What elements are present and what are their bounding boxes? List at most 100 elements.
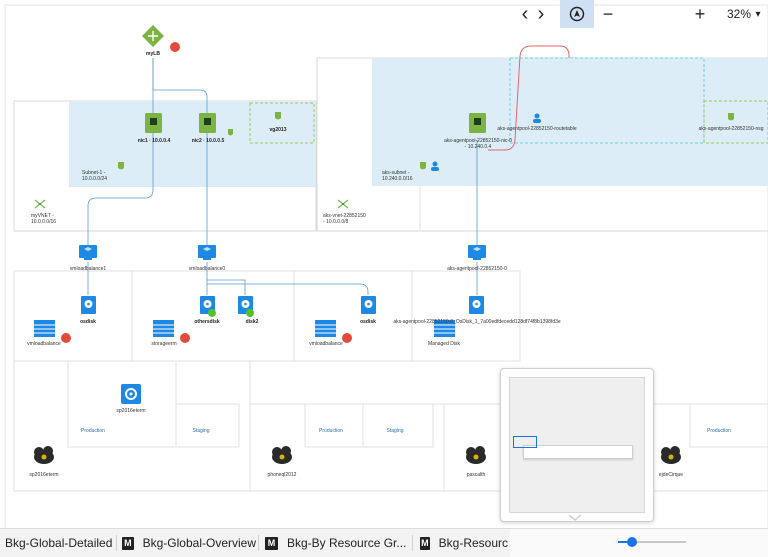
route-connector	[488, 45, 570, 151]
tab-global-detailed[interactable]: Bkg-Global-Detailed	[5, 529, 115, 557]
vm-icon	[198, 245, 216, 260]
error-badge-lb	[170, 42, 180, 52]
vnet-icon	[337, 199, 349, 209]
nic2-label: nic2 · 10.0.0.5	[191, 138, 225, 144]
aks-nic-label: aks-agentpool-22852150-nic-0 - 10.240.0.…	[444, 138, 512, 150]
env-label: Production	[81, 428, 105, 434]
shield-icon	[228, 129, 233, 136]
env-label: Staging	[386, 428, 404, 434]
tab-label: Bkg-Global-Detailed	[5, 536, 113, 550]
status-ok-badge	[208, 309, 216, 317]
tab-by-resource-group[interactable]: M Bkg-By Resource Gr...	[265, 529, 411, 557]
zoom-slider-fill	[618, 541, 633, 543]
zoom-slider-knob[interactable]	[627, 537, 638, 547]
load-balancer-icon	[142, 25, 164, 47]
storage-icon	[434, 320, 455, 337]
cloud-label: sp2016eterm	[29, 472, 59, 478]
overview-navigator[interactable]	[500, 368, 654, 522]
cloud-icon	[466, 446, 486, 464]
storage-icon	[34, 320, 55, 337]
shield-icon	[118, 162, 124, 170]
nsg-box-left	[249, 102, 315, 144]
vnet-icon	[34, 199, 46, 209]
env-label: Staging	[192, 428, 210, 434]
chevron-right-icon[interactable]: ›	[537, 2, 545, 25]
vm-label: aks-agentpool-22852150-0	[447, 266, 507, 272]
chevron-left-icon[interactable]: ‹	[521, 2, 529, 25]
storage-icon	[315, 320, 336, 337]
overview-canvas	[509, 377, 645, 513]
disk-label: aks-agentpool-22852150-0_OsDisk_1_7a00ed…	[393, 319, 561, 325]
overview-viewport[interactable]	[513, 436, 537, 448]
vm-label: vmloadbalance0	[188, 266, 226, 272]
shield-icon	[420, 162, 426, 170]
overview-caret-inner	[569, 514, 581, 519]
error-badge	[180, 333, 190, 343]
disk-icon	[469, 296, 484, 314]
connector-lb-vm1	[87, 58, 154, 245]
storage-label: vmloadbalance	[27, 341, 61, 347]
zoom-slider[interactable]	[618, 537, 686, 547]
zoom-in-button[interactable]: +	[694, 3, 706, 24]
zoom-level[interactable]: 32%	[727, 7, 752, 21]
shield-icon	[728, 113, 734, 121]
gear-icon	[121, 384, 141, 404]
aks-subnet-label: aks-subnet - 10.240.0.0/16	[382, 170, 413, 182]
disk-icon	[361, 296, 376, 314]
zoom-dropdown-icon[interactable]: ▾	[755, 8, 761, 20]
env-label: Production	[707, 428, 731, 434]
error-badge	[61, 333, 71, 343]
overview-page	[523, 445, 633, 459]
storage-label: Managed Disk	[428, 341, 460, 347]
disk-label: othersdisk	[194, 319, 220, 325]
aks-vnet-label: aks-vnet-22852150 - 10.0.0.0/8	[323, 213, 366, 225]
nic1-icon	[145, 113, 162, 133]
nsg-box-right	[703, 100, 768, 144]
nic2-icon	[199, 113, 216, 133]
disk-label: osdisk	[360, 319, 376, 325]
users-icon	[533, 113, 541, 123]
vnet-fill-left	[69, 101, 316, 187]
tab-resource[interactable]: M Bkg-Resourc	[420, 529, 508, 557]
vnet-fill-right	[372, 58, 768, 186]
cloud-icon	[34, 446, 54, 464]
subnet-label: Subnet-1 - 10.0.0.0/24	[82, 170, 108, 182]
storage-label: vmloadbalance	[309, 341, 343, 347]
diagram-svg	[4, 4, 768, 528]
vnet-label: myVNET - 10.0.0.0/16	[31, 213, 57, 225]
nsg-label: vg2013	[269, 127, 287, 133]
navigator-button[interactable]	[560, 0, 594, 28]
status-ok-badge	[246, 309, 254, 317]
navigation-icon	[569, 6, 585, 22]
storage-icon	[153, 320, 174, 337]
vm-label: vmloadbalance1	[69, 266, 107, 272]
shield-icon	[275, 112, 281, 120]
zoom-out-button[interactable]: −	[602, 3, 614, 24]
cloud-icon	[272, 446, 292, 464]
vm-icon	[79, 245, 97, 260]
connector-lb-vm2	[152, 58, 208, 245]
page-icon: M	[265, 536, 278, 550]
routetable-label: aks-agentpool-22852150-routetable	[497, 126, 577, 132]
load-balancer-label: myLB	[146, 51, 160, 57]
tab-global-overview[interactable]: M Bkg-Global-Overview	[122, 529, 256, 557]
tab-label: Bkg-By Resource Gr...	[287, 536, 407, 550]
disk-label: osdisk	[80, 319, 96, 325]
aks-nsg-label: aks-agentpool-22852150-nsg	[698, 126, 764, 132]
cloud-label: phoneql2012	[267, 472, 297, 478]
page-icon: M	[122, 536, 134, 550]
disk-label: disk2	[245, 319, 259, 325]
app-label: sp2016eterm	[116, 408, 146, 414]
vm-icon	[468, 245, 486, 260]
tab-label: Bkg-Resourc	[438, 536, 508, 550]
nic1-label: nic1 · 10.0.0.4	[137, 138, 171, 144]
env-label: Production	[319, 428, 343, 434]
page-icon: M	[420, 536, 430, 550]
error-badge	[342, 333, 352, 343]
diagram-canvas[interactable]: myLB nic1 · 10.0.0.4 nic2 · 10.0.0.5 vg2…	[0, 0, 768, 528]
users-icon	[431, 161, 439, 171]
nic-aks-icon	[469, 113, 486, 133]
cloud-label: ejdeCirque	[658, 472, 684, 478]
tab-label: Bkg-Global-Overview	[142, 536, 256, 550]
storage-label: storageerm	[151, 341, 177, 347]
